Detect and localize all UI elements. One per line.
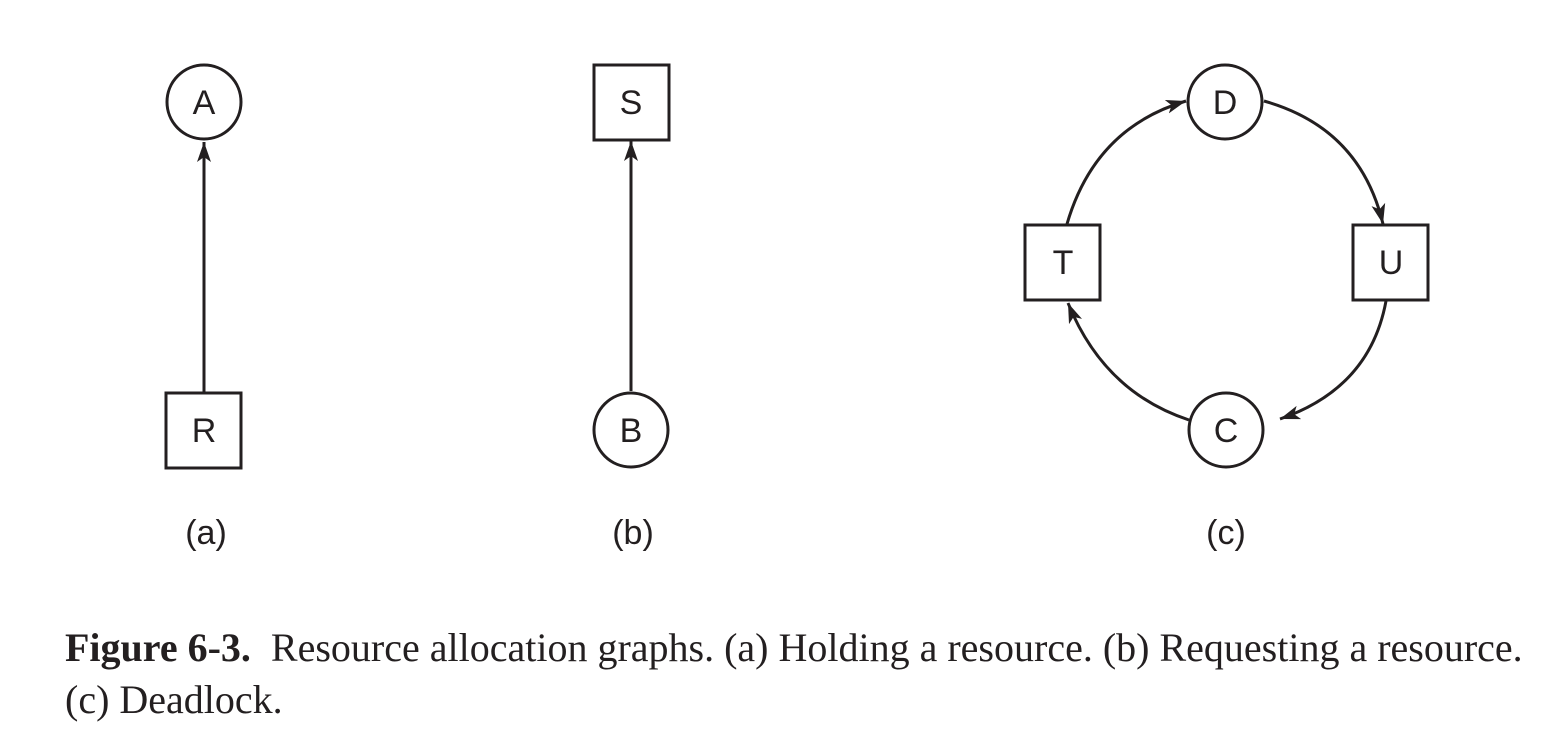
panel-c: D T U C (c) <box>1023 63 1430 552</box>
resource-node-u-label: U <box>1379 244 1404 282</box>
edge-c-to-t <box>1066 302 1190 422</box>
resource-node-s <box>592 63 671 142</box>
edge-t-to-d <box>1065 99 1187 225</box>
panel-a: A R (a) <box>164 63 243 552</box>
process-node-d <box>1186 63 1264 141</box>
resource-node-r <box>164 391 243 470</box>
process-node-a <box>165 63 243 141</box>
resource-node-s-label: S <box>620 84 643 122</box>
edge-d-to-u <box>1263 99 1386 225</box>
resource-allocation-figure: A R (a) S B (b) D T U C (c) <box>164 63 1430 552</box>
resource-node-r-label: R <box>192 412 217 450</box>
process-node-a-label: A <box>193 84 216 122</box>
process-node-c <box>1187 391 1265 469</box>
process-node-d-label: D <box>1213 84 1238 122</box>
resource-node-u <box>1351 223 1430 302</box>
panel-c-label: (c) <box>1206 514 1246 552</box>
process-node-b-label: B <box>620 412 643 450</box>
edge-u-to-c <box>1279 300 1388 421</box>
resource-node-t-label: T <box>1053 244 1074 282</box>
panel-b: S B (b) <box>592 63 671 552</box>
figure-number: Figure 6-3. <box>65 625 251 670</box>
caption-text: Resource allocation graphs. (a) Holding … <box>65 625 1523 722</box>
resource-node-t <box>1023 223 1102 302</box>
figure-caption: Figure 6-3. Resource allocation graphs. … <box>65 622 1540 726</box>
panel-a-label: (a) <box>185 514 227 552</box>
panel-b-label: (b) <box>612 514 654 552</box>
process-node-b <box>592 391 670 469</box>
process-node-c-label: C <box>1214 412 1239 450</box>
